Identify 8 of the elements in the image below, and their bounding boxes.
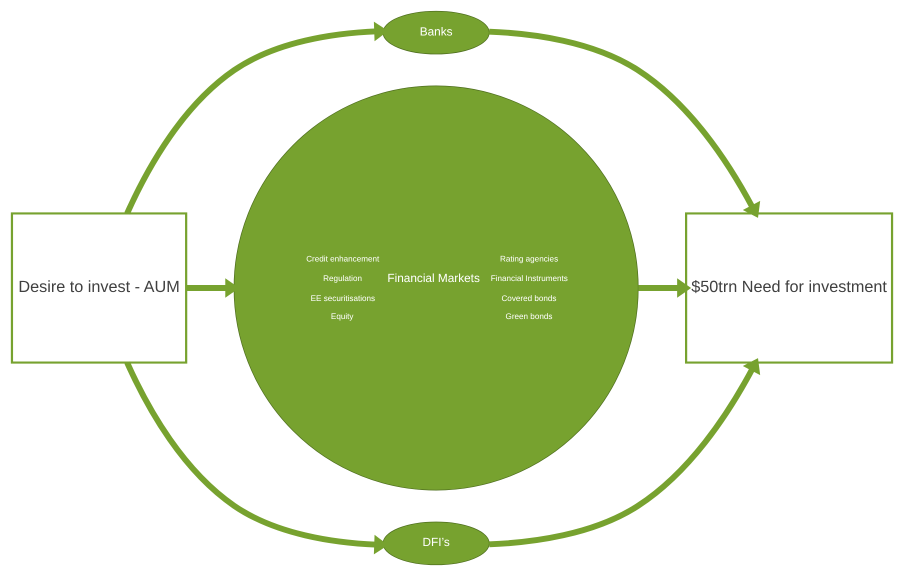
node-ellipse: DFI’s bbox=[382, 522, 490, 566]
node-box: Desire to invest - AUM bbox=[10, 212, 188, 364]
node-ellipse: Banks bbox=[382, 10, 490, 54]
arrow bbox=[489, 28, 760, 218]
arrow bbox=[489, 358, 760, 548]
node-circle: Credit enhancement Rating agencies Regulation Financial Markets Financial Instruments EE securitisations Covered bonds Equity Green bonds bbox=[234, 86, 639, 490]
node-box: $50trn Need for investment bbox=[685, 212, 894, 364]
arrow bbox=[638, 278, 692, 298]
